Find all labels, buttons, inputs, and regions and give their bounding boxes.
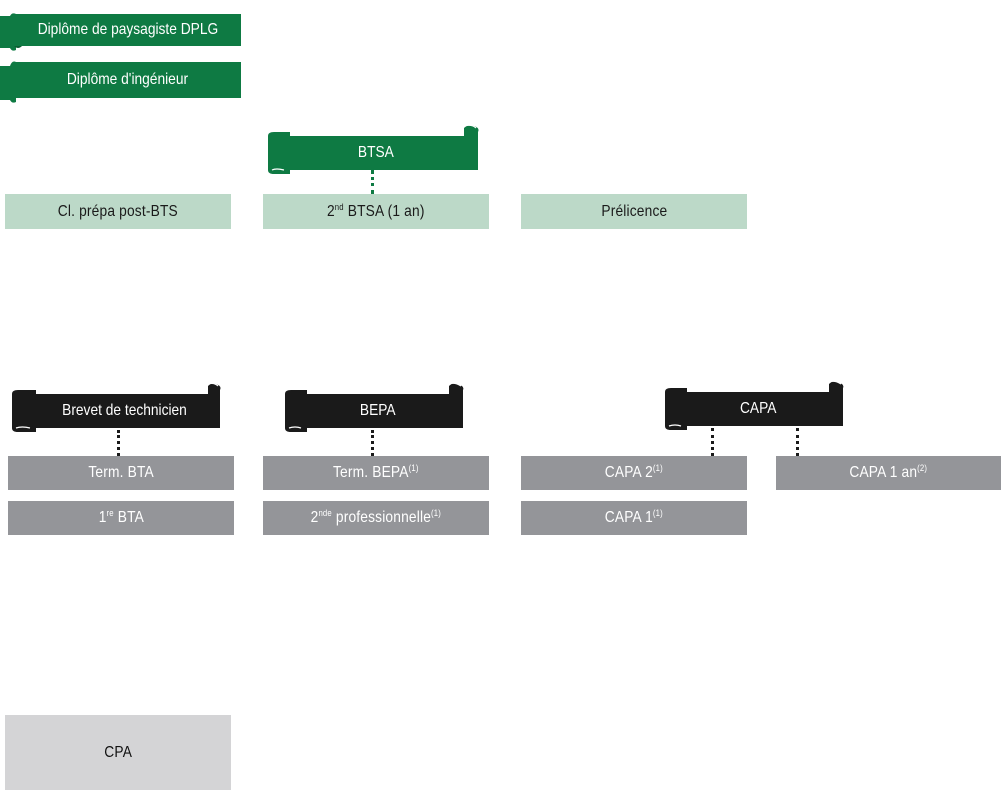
bepa-connector: [371, 430, 374, 456]
capa-label: CAPA: [739, 400, 777, 417]
class-2nde-professionnelle: 2nde professionnelle(1): [263, 501, 489, 535]
class-prepa-post-bts: Cl. prépa post-BTS: [5, 194, 231, 229]
capa-connector-left: [711, 428, 714, 456]
bepa-label: BEPA: [360, 402, 396, 419]
btsa-label: BTSA: [358, 144, 394, 161]
ribbon-shape: [12, 382, 221, 432]
diploma-paysagiste-label: Diplôme de paysagiste DPLG: [37, 21, 218, 38]
class-cpa: CPA: [5, 715, 231, 790]
bepa-ribbon: BEPA: [285, 382, 465, 434]
class-2nd-btsa: 2nd BTSA (1 an): [263, 194, 489, 229]
capa-connector-right: [796, 428, 799, 456]
brevet-technicien-ribbon: Brevet de technicien: [12, 382, 222, 434]
class-term-bepa: Term. BEPA(1): [263, 456, 489, 490]
class-prelicence: Prélicence: [521, 194, 747, 229]
class-capa-1: CAPA 1(1): [521, 501, 747, 535]
diploma-ribbon-paysagiste: Diplôme de paysagiste DPLG: [0, 10, 241, 51]
btsa-ribbon: BTSA: [268, 124, 480, 176]
ribbon-shape: [665, 380, 844, 430]
diploma-ribbon-ingenieur: Diplôme d'ingénieur: [0, 58, 241, 104]
brevet-connector: [117, 430, 120, 456]
ribbon-shape: [268, 124, 479, 174]
brevet-technicien-label: Brevet de technicien: [61, 402, 187, 419]
class-1re-bta: 1re BTA: [8, 501, 234, 535]
ribbon-shape: [0, 61, 241, 103]
class-capa-2: CAPA 2(1): [521, 456, 747, 490]
class-capa-1-an: CAPA 1 an(2): [776, 456, 1001, 490]
ribbon-shape: [0, 13, 241, 51]
capa-ribbon: CAPA: [665, 380, 845, 432]
diploma-ingenieur-label: Diplôme d'ingénieur: [66, 71, 189, 88]
btsa-connector: [371, 170, 374, 194]
ribbon-shape: [285, 382, 464, 432]
class-term-bta: Term. BTA: [8, 456, 234, 490]
